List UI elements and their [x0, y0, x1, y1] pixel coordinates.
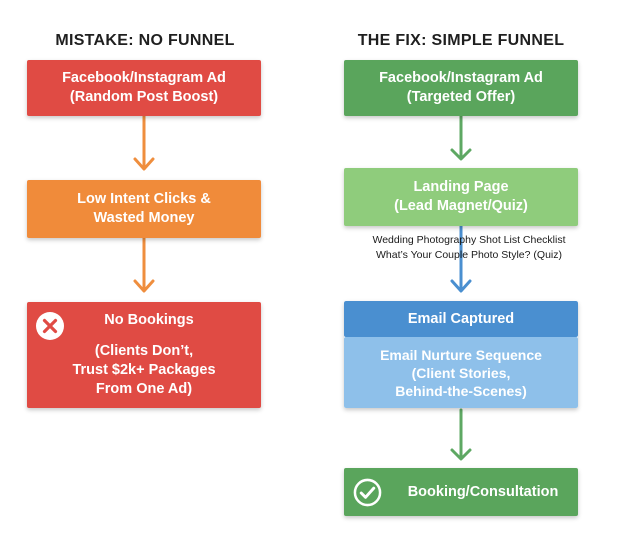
booking-title: Booking/Consultation	[407, 483, 559, 500]
arrowhead-left-2	[133, 279, 155, 293]
left-step-ad-box: Facebook/Instagram Ad (Random Post Boost…	[27, 60, 261, 116]
left-step-clicks-box: Low Intent Clicks & Wasted Money	[27, 180, 261, 238]
left-step-no-bookings-line2: Trust $2k+ Packages	[72, 362, 216, 378]
email-nurture-line1: Email Nurture Sequence	[380, 346, 542, 363]
lead-magnet-notes: Wedding Photography Shot List Checklist …	[334, 233, 604, 263]
left-step-clicks-line2: Wasted Money	[93, 210, 195, 226]
arrowhead-right-3	[450, 448, 472, 461]
right-step-ad-line1: Facebook/Instagram Ad	[379, 70, 543, 86]
email-nurture-line3: Behind-the-Scenes)	[395, 382, 527, 399]
right-step-landing-line1: Landing Page	[413, 179, 509, 195]
right-step-booking-box: Booking/Consultation	[344, 468, 578, 516]
email-captured-title: Email Captured	[407, 310, 515, 327]
left-step-no-bookings-line1: (Clients Don’t,	[94, 343, 194, 359]
x-circle-icon	[35, 311, 65, 346]
left-step-ad-line2: (Random Post Boost)	[69, 89, 219, 105]
lead-magnet-note-2: What’s Your Couple Photo Style? (Quiz)	[376, 249, 562, 261]
email-nurture-line2: (Client Stories,	[411, 364, 511, 381]
left-step-clicks-line1: Low Intent Clicks &	[77, 191, 211, 207]
right-step-ad-line2: (Targeted Offer)	[406, 89, 516, 105]
arrowhead-left-1	[133, 157, 155, 171]
right-heading: THE FIX: SIMPLE FUNNEL	[357, 32, 565, 49]
lead-magnet-note-1: Wedding Photography Shot List Checklist	[372, 234, 566, 246]
left-step-no-bookings-box: No Bookings (Clients Don’t, Trust $2k+ P…	[27, 302, 261, 408]
email-captured-box: Email Captured	[344, 301, 578, 337]
left-heading: MISTAKE: NO FUNNEL	[55, 32, 235, 49]
right-step-landing-box: Landing Page (Lead Magnet/Quiz)	[344, 168, 578, 226]
check-circle-icon	[353, 478, 382, 512]
right-step-landing-line2: (Lead Magnet/Quiz)	[394, 198, 528, 214]
right-step-email-group: Email Captured Email Nurture Sequence (C…	[344, 301, 578, 408]
right-step-ad-box: Facebook/Instagram Ad (Targeted Offer)	[344, 60, 578, 116]
left-step-no-bookings-line3: From One Ad)	[95, 381, 193, 397]
left-step-no-bookings-title: No Bookings	[104, 312, 194, 328]
left-step-ad-line1: Facebook/Instagram Ad	[62, 70, 226, 86]
email-nurture-box: Email Nurture Sequence (Client Stories, …	[344, 337, 578, 408]
arrowhead-right-1	[450, 148, 472, 161]
arrowhead-right-2	[450, 279, 472, 293]
